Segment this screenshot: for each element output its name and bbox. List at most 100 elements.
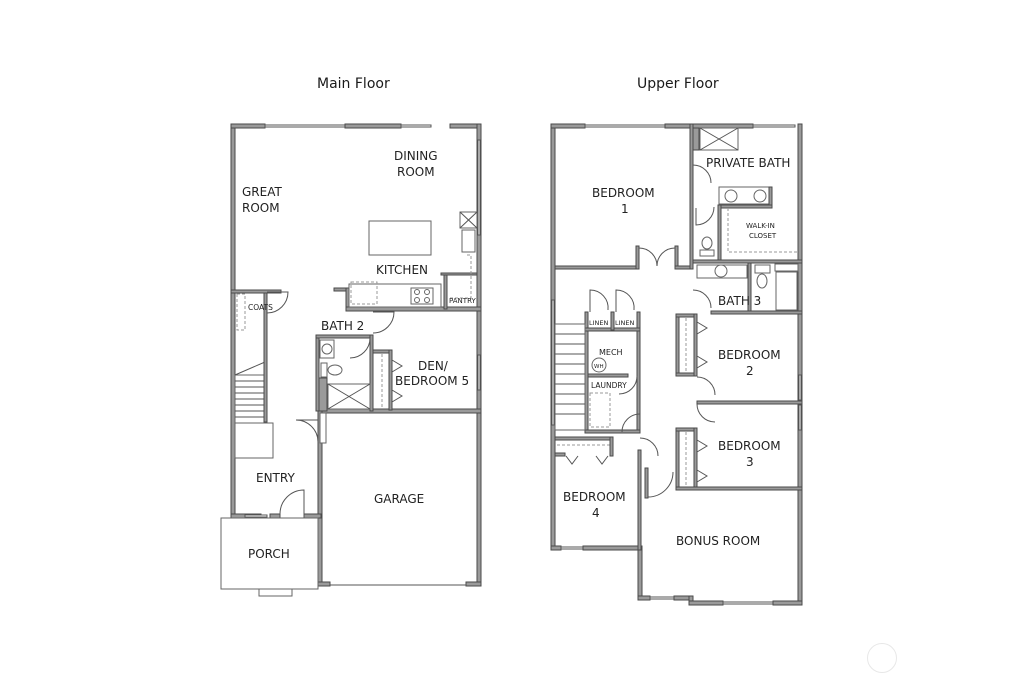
pantry-shelf	[450, 254, 472, 299]
upper-floor-title: Upper Floor	[637, 76, 719, 92]
wall-pantry-w	[443, 274, 448, 310]
cooktop	[410, 287, 434, 305]
window-bed4	[560, 546, 584, 550]
coats-shelf	[236, 293, 246, 331]
upper-floor-plan: BEDROOM 1 PRIVATE BATH WALK-IN CLOSET BA…	[550, 123, 803, 606]
label-kitchen: KITCHEN	[376, 263, 428, 277]
linen1-door[interactable]	[589, 289, 609, 312]
wall-linen-mid	[610, 311, 615, 331]
bed3-closet-door2[interactable]	[696, 469, 708, 483]
private-bath-toilet	[701, 236, 713, 250]
label-mech: MECH	[599, 348, 623, 357]
wall-bed2-closet-n	[675, 313, 695, 318]
linen2-door[interactable]	[615, 289, 635, 312]
bed4-closet-door2[interactable]	[595, 455, 609, 465]
bonus-room-door[interactable]	[647, 470, 674, 498]
den-closet-door[interactable]	[391, 359, 403, 373]
bath3-tub	[775, 271, 798, 311]
wall-entry-south3	[303, 513, 322, 519]
label-porch: PORCH	[248, 547, 290, 561]
label-bath2: BATH 2	[321, 319, 364, 333]
wall-bed3-closet-n	[675, 427, 695, 432]
window-entry	[244, 514, 268, 518]
wall-bonus-w	[637, 545, 643, 601]
dishwasher	[350, 281, 378, 305]
bed4-closet-door[interactable]	[565, 455, 579, 465]
wall-bed2-closet-e	[693, 313, 698, 377]
bedroom1-double-door[interactable]	[638, 247, 676, 267]
label-bedroom3: BEDROOM	[718, 439, 781, 453]
water-heater	[591, 357, 607, 373]
wall-south-bed4	[550, 545, 562, 551]
wall-bed3-s	[675, 486, 803, 491]
window-bonus1	[649, 596, 675, 600]
wall-bath2-e	[369, 334, 374, 412]
wall-closet-n	[717, 204, 773, 209]
wall-den-closet	[372, 349, 392, 354]
label-den: DEN/	[418, 359, 449, 373]
hall-door-upper[interactable]	[621, 413, 641, 433]
window-stair	[551, 299, 555, 426]
hall-door[interactable]	[372, 311, 395, 334]
stairs	[234, 361, 266, 424]
label-bedroom3-2: 3	[746, 455, 754, 469]
label-private-bath: PRIVATE BATH	[706, 156, 790, 170]
bedroom4-door[interactable]	[639, 437, 659, 457]
garage-step	[319, 412, 327, 444]
main-floor-plan: GREAT ROOM DINING ROOM KITCHEN PANTRY CO…	[220, 123, 482, 597]
wall-bath2-inner	[318, 377, 328, 412]
wall-garage-south-r	[465, 581, 482, 587]
window-den	[477, 354, 481, 391]
wall-bonus-door	[644, 467, 649, 499]
window-north	[264, 124, 346, 128]
wall-bath3-s	[710, 310, 803, 315]
bed3-closet-door[interactable]	[696, 439, 708, 453]
wall-laundry-s	[584, 429, 641, 434]
label-garage: GARAGE	[374, 492, 424, 506]
label-bonus-room: BONUS ROOM	[676, 534, 760, 548]
wall-bed1-e	[689, 123, 694, 270]
window-bed3	[798, 404, 802, 431]
wall-east-up	[797, 123, 803, 606]
label-great-room-2: ROOM	[242, 201, 280, 215]
wall-bed2-closet-w	[675, 313, 680, 377]
garage-entry-door[interactable]	[295, 419, 319, 443]
wall-bonus-s4	[688, 600, 724, 606]
label-den-2: BEDROOM 5	[395, 374, 469, 388]
wall-bed4-closet-n	[554, 436, 614, 441]
wall-laundry-n	[587, 373, 629, 378]
label-entry: ENTRY	[256, 471, 295, 485]
wall-bed1-door-l	[635, 245, 640, 270]
wc-door[interactable]	[695, 206, 715, 226]
wall-north-seg2	[344, 123, 402, 129]
private-bath-door[interactable]	[692, 164, 712, 184]
bedroom3-door[interactable]	[696, 403, 716, 423]
label-laundry: LAUNDRY	[591, 381, 627, 390]
window-bonus2	[722, 601, 774, 605]
bath3-door[interactable]	[692, 289, 712, 309]
washer-dryer	[589, 392, 611, 428]
bedroom2-door[interactable]	[696, 376, 716, 396]
wall-south-bed4b	[582, 545, 642, 551]
bath2-door[interactable]	[349, 337, 371, 359]
bath3-shelf	[774, 263, 799, 272]
label-bedroom1-2: 1	[621, 202, 629, 216]
label-linen2: LINEN	[615, 319, 635, 327]
wall-north-seg3	[449, 123, 482, 129]
den-closet-door2[interactable]	[391, 389, 403, 403]
wall-bed4-closet-e	[609, 436, 614, 457]
label-dining-room-2: ROOM	[397, 165, 435, 179]
label-coats: COATS	[248, 303, 273, 312]
coats-door[interactable]	[266, 291, 289, 314]
window-bedroom1	[584, 124, 666, 128]
label-water-heater: WH	[594, 364, 604, 370]
laundry-door[interactable]	[618, 375, 638, 395]
label-great-room: GREAT	[242, 185, 282, 199]
bed2-closet-door[interactable]	[696, 321, 708, 335]
wall-west	[230, 123, 236, 518]
label-bedroom1: BEDROOM	[592, 186, 655, 200]
watermark-logo	[867, 643, 897, 673]
wall-north-up	[550, 123, 586, 129]
front-door[interactable]	[279, 489, 305, 517]
bed2-closet-door2[interactable]	[696, 355, 708, 369]
